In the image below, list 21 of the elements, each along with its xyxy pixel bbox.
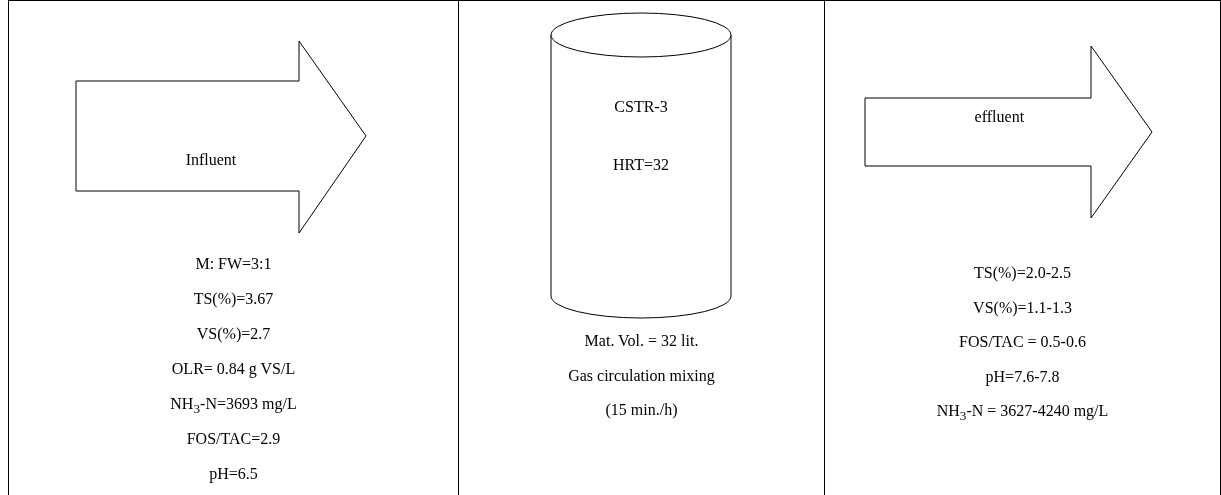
parameter-text: Gas circulation mixing (568, 366, 715, 384)
parameter-text: VS(%)=1.1-1.3 (973, 298, 1072, 316)
parameter-text: NH$_{3}$-N = 3627-4240 mg/L (936, 402, 1109, 419)
reactor-label: HRT=32 (612, 156, 670, 173)
table-column (824, 0, 1221, 495)
parameter-text: VS(%)=2.7 (196, 325, 271, 342)
parameter-text: Mat. Vol. = 32 lit. (584, 332, 699, 349)
parameter-text: FOS/TAC = 0.5-0.6 (959, 333, 1086, 350)
parameter-text: M: FW=3:1 (195, 255, 272, 272)
parameter-text: pH=6.5 (209, 465, 258, 482)
parameter-text: (15 min./h) (605, 401, 678, 418)
parameter-text: pH=7.6-7.8 (985, 367, 1060, 385)
parameter-text: TS(%)=3.67 (193, 290, 274, 307)
arrow-label: Influent (185, 151, 237, 168)
parameter-text: FOS/TAC=2.9 (186, 430, 281, 447)
parameter-text: NH$_{3}$-N=3693 mg/L (170, 395, 297, 412)
reactor-label: CSTR-3 (614, 98, 668, 115)
parameter-text: TS(%)=2.0-2.5 (974, 264, 1071, 281)
parameter-text: OLR= 0.84 g VS/L (171, 360, 296, 377)
table-column (8, 0, 459, 495)
arrow-label: effluent (974, 108, 1025, 125)
